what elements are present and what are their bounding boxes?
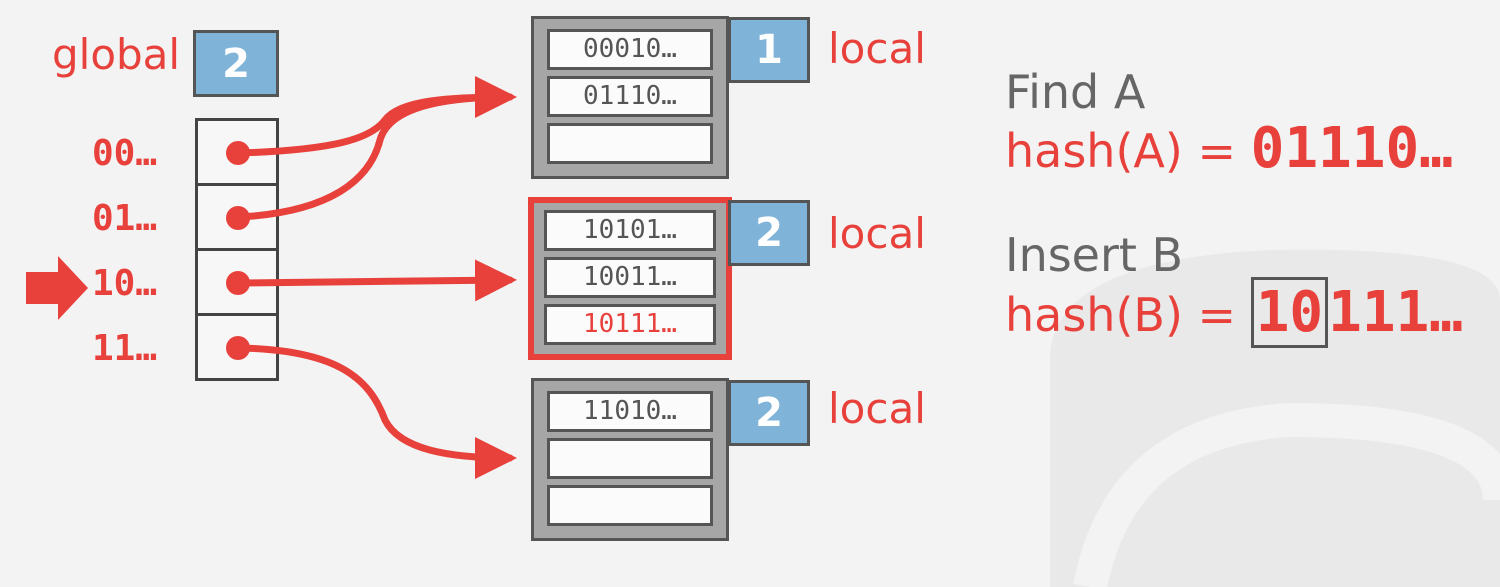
insert-hash-line: hash(B) = 10111… xyxy=(1005,277,1463,348)
directory-key-00: 00… xyxy=(92,133,158,174)
local-label: local xyxy=(828,209,926,258)
bucket-slot xyxy=(547,485,713,526)
bucket-slot xyxy=(547,438,713,479)
insert-hash-rest: 111… xyxy=(1328,280,1463,345)
arrow-10-to-bucket-2 xyxy=(236,259,517,302)
global-label: global xyxy=(52,30,181,79)
bucket-1: 00010… 01110… xyxy=(531,16,729,179)
insert-hash-prefix: hash(B) = xyxy=(1005,288,1251,342)
directory-key-11: 11… xyxy=(92,328,158,369)
find-title: Find A xyxy=(1005,65,1146,119)
local-depth-box: 2 xyxy=(728,380,810,446)
bucket-slot xyxy=(547,123,713,164)
find-hash-prefix: hash(A) = xyxy=(1005,124,1251,178)
bucket-slot: 01110… xyxy=(547,76,713,117)
local-depth-box: 1 xyxy=(728,17,810,83)
arrow-00-to-bucket-1 xyxy=(236,76,517,157)
bucket-slot-new-key: 10111… xyxy=(544,304,716,345)
local-label: local xyxy=(828,384,926,433)
find-hash-line: hash(A) = 01110… xyxy=(1005,116,1453,181)
bucket-3: 11010… xyxy=(531,378,729,541)
arrow-01-to-bucket-1 xyxy=(236,93,514,221)
current-slot-arrow-icon xyxy=(26,256,88,320)
global-depth-box: 2 xyxy=(193,30,279,97)
bucket-2-highlighted: 10101… 10011… 10111… xyxy=(528,197,732,360)
directory-key-10: 10… xyxy=(92,263,158,304)
directory xyxy=(195,118,279,381)
bucket-slot: 11010… xyxy=(547,391,713,432)
local-label: local xyxy=(828,24,926,73)
insert-title: Insert B xyxy=(1005,228,1184,282)
arrow-11-to-bucket-3 xyxy=(236,344,517,479)
bucket-slot: 00010… xyxy=(547,29,713,70)
local-depth-box: 2 xyxy=(728,200,810,266)
bucket-slot: 10101… xyxy=(544,210,716,251)
find-hash-value: 01110… xyxy=(1250,116,1453,181)
directory-key-01: 01… xyxy=(92,198,158,239)
bucket-slot: 10011… xyxy=(544,257,716,298)
insert-hash-prefix-box: 10 xyxy=(1250,277,1329,348)
